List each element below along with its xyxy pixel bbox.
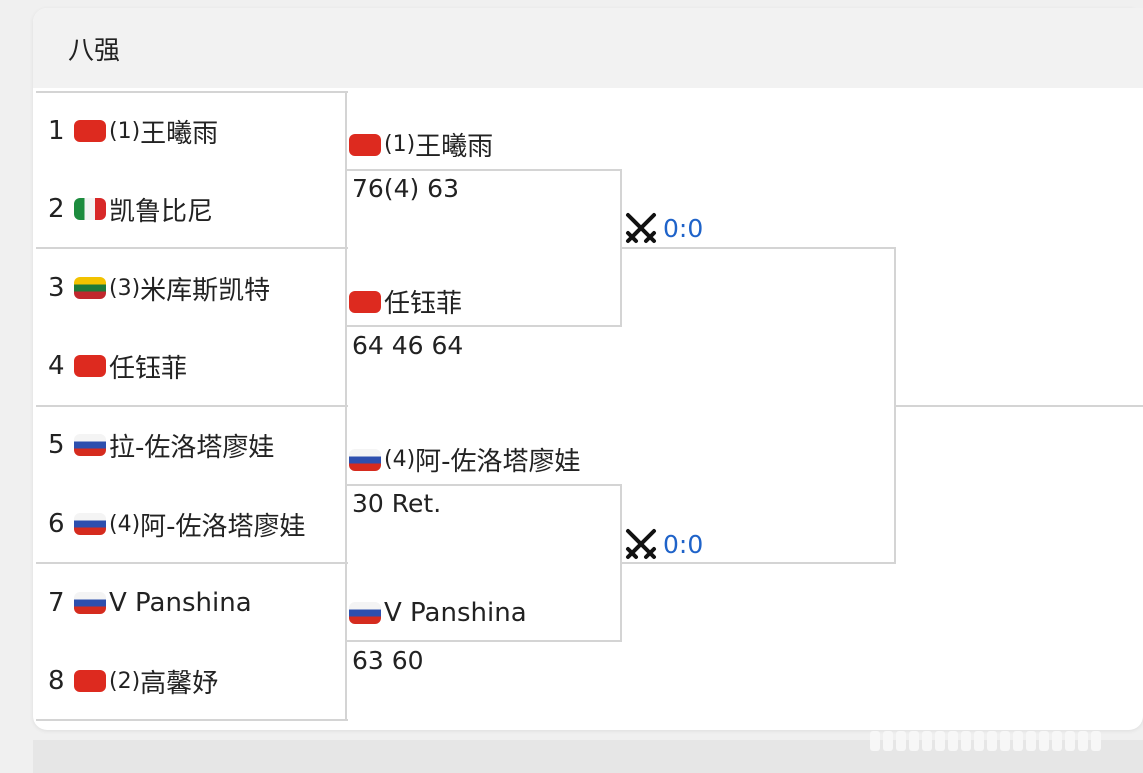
bracket-line	[347, 325, 622, 327]
seed-tag: (2)	[109, 668, 141, 694]
r1-player-4[interactable]: 4 任钰菲	[36, 327, 346, 405]
seed-tag: (4)	[109, 511, 141, 537]
match-score-link[interactable]: 0:0	[663, 213, 704, 243]
italy-flag-icon	[74, 198, 106, 220]
bracket-line	[896, 405, 1143, 407]
seed-number: 7	[48, 588, 65, 618]
r1-player-2[interactable]: 2 凯鲁比尼	[36, 170, 346, 248]
bracket-line	[347, 484, 622, 486]
seed-number: 1	[48, 116, 65, 146]
player-name: V Panshina	[109, 588, 252, 618]
player-name: 米库斯凯特	[140, 275, 271, 306]
match-score-link[interactable]: 0:0	[663, 529, 704, 559]
crossed-swords-icon	[626, 529, 656, 559]
bracket-header	[33, 8, 1143, 88]
r1-player-8[interactable]: 8 (2) 高馨妤	[36, 642, 346, 720]
bracket-line	[36, 405, 348, 407]
seed-number: 8	[48, 666, 65, 696]
semifinal-match-1[interactable]: 0:0	[624, 211, 703, 245]
decorative-watermark	[870, 728, 1130, 754]
seed-tag: (1)	[109, 118, 141, 144]
bracket-card	[33, 8, 1143, 730]
china-flag-icon	[349, 133, 381, 156]
seed-number: 4	[48, 351, 65, 381]
match-score: 30 Ret.	[352, 489, 442, 518]
player-name: 王曦雨	[415, 132, 494, 162]
r2-player-4[interactable]: V Panshina	[349, 598, 527, 628]
player-name: 凯鲁比尼	[109, 196, 214, 227]
bracket-line	[622, 247, 896, 249]
match-score: 64 46 64	[352, 331, 464, 360]
china-flag-icon	[349, 290, 381, 313]
seed-tag: (1)	[384, 132, 416, 157]
seed-number: 2	[48, 194, 65, 224]
russia-flag-icon	[349, 602, 381, 624]
russia-flag-icon	[349, 448, 381, 471]
r1-player-3[interactable]: 3 (3) 米库斯凯特	[36, 249, 346, 327]
bracket-line	[345, 91, 347, 721]
china-flag-icon	[74, 355, 106, 377]
bracket-line	[620, 484, 622, 642]
r1-player-5[interactable]: 5 拉-佐洛塔廖娃	[36, 406, 346, 484]
seed-number: 3	[48, 273, 65, 303]
player-name: 阿-佐洛塔廖娃	[140, 511, 306, 542]
lithuania-flag-icon	[74, 277, 106, 299]
match-score: 76(4) 63	[352, 174, 459, 203]
player-name: 任钰菲	[384, 289, 463, 319]
seed-number: 5	[48, 430, 65, 460]
bracket-line	[622, 562, 896, 564]
match-score: 63 60	[352, 646, 424, 675]
seed-number: 6	[48, 509, 65, 539]
r2-player-1[interactable]: (1) 王曦雨	[349, 126, 493, 163]
bracket-line	[347, 169, 622, 171]
bracket-line	[36, 91, 348, 93]
player-name: 拉-佐洛塔廖娃	[109, 432, 275, 463]
bracket-line	[894, 247, 896, 564]
seed-tag: (4)	[384, 447, 416, 472]
footer-bar	[33, 740, 1143, 773]
bracket-line	[36, 562, 348, 564]
r2-player-3[interactable]: (4) 阿-佐洛塔廖娃	[349, 441, 581, 478]
round-title: 八强	[68, 36, 121, 66]
player-name: 王曦雨	[140, 118, 219, 149]
china-flag-icon	[74, 670, 106, 692]
player-name: 阿-佐洛塔廖娃	[415, 447, 581, 477]
player-name: 任钰菲	[109, 353, 188, 384]
bracket-line	[620, 169, 622, 327]
r1-player-6[interactable]: 6 (4) 阿-佐洛塔廖娃	[36, 485, 346, 563]
r1-player-7[interactable]: 7 V Panshina	[36, 564, 346, 642]
bracket-line	[36, 719, 348, 721]
player-name: V Panshina	[384, 598, 527, 628]
r1-player-1[interactable]: 1 (1) 王曦雨	[36, 92, 346, 170]
bracket-line	[36, 247, 348, 249]
china-flag-icon	[74, 120, 106, 142]
seed-tag: (3)	[109, 275, 141, 301]
crossed-swords-icon	[626, 213, 656, 243]
r2-player-2[interactable]: 任钰菲	[349, 283, 462, 320]
russia-flag-icon	[74, 513, 106, 535]
semifinal-match-2[interactable]: 0:0	[624, 527, 703, 561]
bracket-line	[347, 640, 622, 642]
russia-flag-icon	[74, 592, 106, 614]
player-name: 高馨妤	[140, 668, 219, 699]
russia-flag-icon	[74, 434, 106, 456]
